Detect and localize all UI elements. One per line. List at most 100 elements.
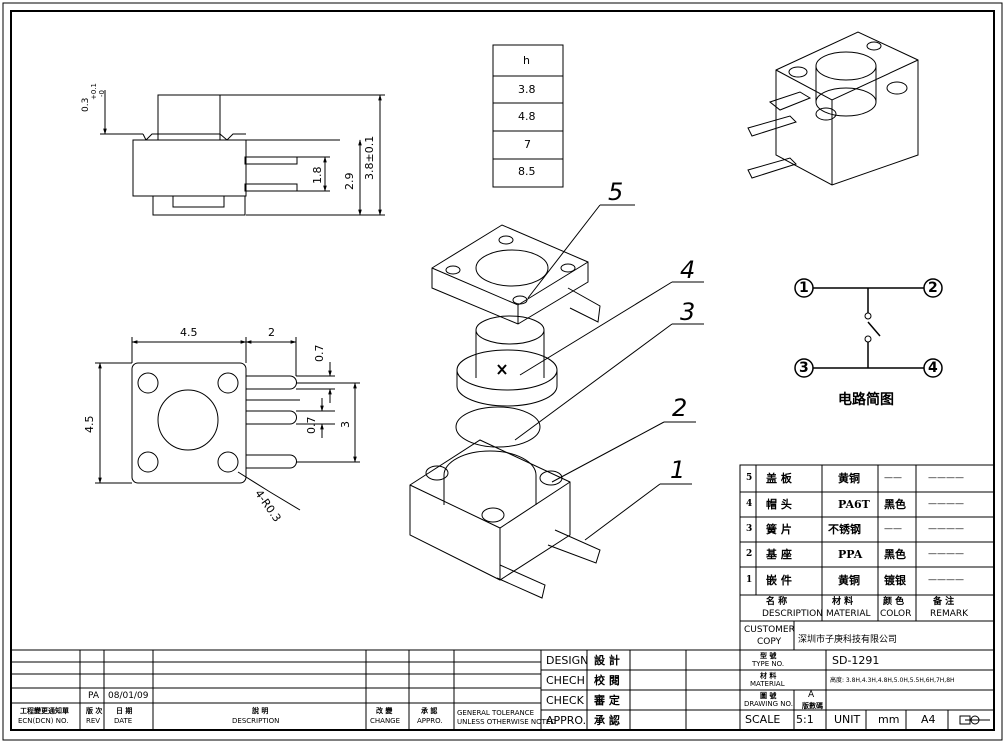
copy-label: COPY xyxy=(757,637,782,647)
bom-mat-4: PA6T xyxy=(838,498,870,511)
drawing-label-cn: 圖 號 xyxy=(760,691,777,700)
bom-no-2: 2 xyxy=(746,549,753,559)
bom-name-3: 簧 片 xyxy=(766,523,792,536)
rev-row-date: 08/01/09 xyxy=(108,691,149,701)
bom-name-1: 嵌 件 xyxy=(766,574,792,587)
bom-mat-5: 黄铜 xyxy=(838,472,860,485)
type-label-en: TYPE NO. xyxy=(752,660,785,668)
unit-value: mm xyxy=(878,713,900,726)
bom-remark-2: ———— xyxy=(928,549,964,559)
sign-check-cn: 審 定 xyxy=(594,694,620,707)
bom-name-4: 帽 头 xyxy=(766,498,792,511)
material-label-cn: 材 料 xyxy=(760,671,777,680)
balloon-1: 1 xyxy=(670,456,686,484)
dim-top-tol-upper: +0.1 xyxy=(90,83,98,100)
rev-row-change: PA xyxy=(88,691,100,701)
sign-design-cn: 設 計 xyxy=(594,654,620,667)
balloon-4: 4 xyxy=(680,256,696,284)
dim-base-height: 2.9 xyxy=(343,172,356,191)
height-table-grid xyxy=(492,44,564,188)
top-view xyxy=(95,337,360,511)
rev-header-change-cn: 改 變 xyxy=(376,706,393,715)
material-label-en: MATERIAL xyxy=(750,680,785,688)
drawing-label-en: DRAWING NO. xyxy=(744,700,793,708)
bom-name-2: 基 座 xyxy=(766,548,792,561)
schematic-node-3: 3 xyxy=(799,360,809,376)
bom-name-5: 盖 板 xyxy=(766,472,792,485)
bom-color-5: —— xyxy=(884,473,902,483)
bom-header-name-en: DESCRIPTION xyxy=(762,609,823,619)
general-tolerance: GENERAL TOLERANCE xyxy=(457,709,535,717)
dim-lead-length: 2 xyxy=(268,326,275,339)
material-value: 高度: 3.8H,4.3H,4.8H,5.0H,5.5H,6H,7H,8H xyxy=(830,677,955,684)
rev-header-date-en: DATE xyxy=(114,717,133,725)
sign-appro-en: APPRO. xyxy=(546,714,587,727)
balloon-2: 2 xyxy=(672,394,688,422)
bom-remark-5: ———— xyxy=(928,473,964,483)
iso-view xyxy=(747,31,919,186)
dim-pin-height: 1.8 xyxy=(311,166,324,185)
balloon-5: 5 xyxy=(608,178,624,206)
bom-remark-3: ———— xyxy=(928,524,964,534)
rev-header-rev-en: REV xyxy=(86,717,101,725)
bom-header-mat-en: MATERIAL xyxy=(826,609,871,619)
dim-body-width: 4.5 xyxy=(180,326,198,339)
rev-header-desc-cn: 說 明 xyxy=(252,706,269,715)
sign-appro-cn: 承 認 xyxy=(594,714,620,727)
rev-header-rev-cn: 版 次 xyxy=(86,706,103,715)
height-value-4: 8.5 xyxy=(518,165,536,178)
customer-name: 深圳市子庚科技有限公司 xyxy=(798,635,898,645)
sign-chech-en: CHECH xyxy=(546,674,585,687)
bom-color-3: —— xyxy=(884,524,902,534)
bom-header-mat-cn: 材 料 xyxy=(832,597,854,607)
unit-label: UNIT xyxy=(834,713,861,726)
bom-mat-1: 黄铜 xyxy=(838,574,860,587)
rev-header-desc-en: DESCRIPTION xyxy=(232,717,280,725)
bom-color-4: 黑色 xyxy=(884,498,906,511)
side-view xyxy=(100,90,385,216)
bom-color-1: 镀银 xyxy=(884,574,906,587)
scale-label: SCALE xyxy=(745,713,781,726)
dim-pin-width-2: 0.7 xyxy=(305,416,318,435)
schematic-node-2: 2 xyxy=(928,280,938,296)
rev-header-date-cn: 日 期 xyxy=(116,706,133,715)
dim-body-height: 4.5 xyxy=(83,415,96,434)
bom-color-2: 黑色 xyxy=(884,548,906,561)
bom-remark-1: ———— xyxy=(928,575,964,585)
bom-remark-4: ———— xyxy=(928,499,964,509)
paper-size: A4 xyxy=(921,713,936,726)
bom-header-name-cn: 名 称 xyxy=(766,597,788,607)
schematic-caption: 电路简图 xyxy=(838,392,894,408)
rev-header-ecn-en: ECN(DCN) NO. xyxy=(18,717,69,725)
bom-no-4: 4 xyxy=(746,499,753,509)
balloon-3: 3 xyxy=(680,298,696,326)
type-number: SD-1291 xyxy=(832,654,880,667)
inner-border xyxy=(10,10,995,731)
height-value-3: 7 xyxy=(524,138,531,151)
sign-check-en: CHECK xyxy=(546,694,584,707)
exploded-view xyxy=(409,204,704,599)
title-block-grid xyxy=(11,620,995,731)
bom-header-color-en: COLOR xyxy=(880,609,912,619)
bom-header-remark-cn: 备 注 xyxy=(933,597,955,607)
dim-pin-pitch: 3 xyxy=(339,421,352,428)
bom-mat-2: PPA xyxy=(838,548,863,561)
schematic xyxy=(794,278,943,378)
dim-top-tol-lower: -0 xyxy=(98,90,106,97)
rev-header-appro-cn: 承 認 xyxy=(421,706,438,715)
bom-mat-3: 不锈钢 xyxy=(828,523,861,536)
customer-label: CUSTOMER xyxy=(744,625,795,635)
height-table-header: h xyxy=(523,54,530,67)
drawing-sub: 版數碼 xyxy=(802,701,823,710)
rev-header-appro-en: APPRO. xyxy=(417,717,443,725)
unless-noted: UNLESS OTHERWISE NOTED xyxy=(457,718,556,726)
drawing-rev: A xyxy=(808,690,815,700)
sign-design-en: DESIGN xyxy=(546,654,589,667)
scale-value: 5:1 xyxy=(796,713,814,726)
type-label-cn: 型 號 xyxy=(760,651,777,660)
rev-header-change-en: CHANGE xyxy=(370,717,401,725)
sign-chech-cn: 校 閱 xyxy=(594,674,620,687)
dim-pin-width-1: 0.7 xyxy=(313,344,326,363)
